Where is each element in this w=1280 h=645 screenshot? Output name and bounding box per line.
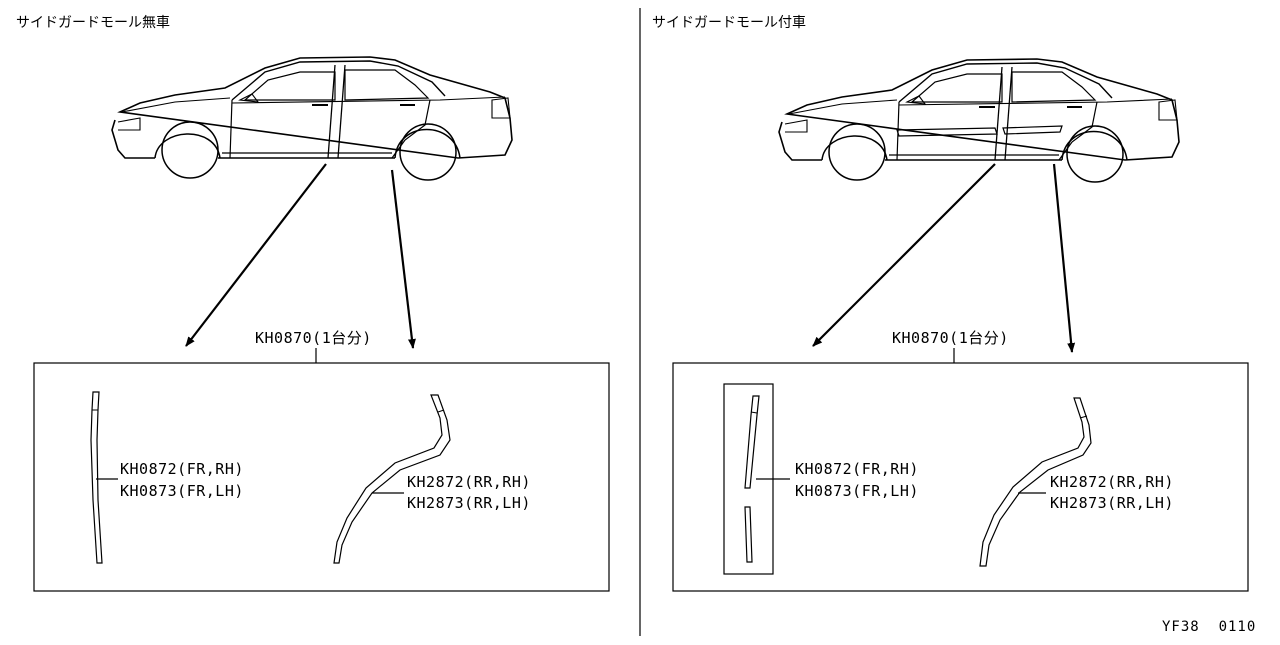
front-part-arrow [185,163,327,347]
rear-part-arrow [390,169,416,349]
rear-part-arrow [1052,163,1076,353]
sedan-illustration-without-molding [111,56,513,181]
sedan-illustration-with-molding [778,58,1180,183]
kit-label: KH0870(1台分) [892,329,1009,347]
left-panel-title: サイドガードモール無車 [16,14,170,31]
rear-part-number-rh: KH2872(RR,RH) [1050,473,1174,491]
front-molding-part [744,395,760,563]
front-part-number-lh: KH0873(FR,LH) [795,482,919,500]
rear-part-number-rh: KH2872(RR,RH) [407,473,531,491]
rear-part-number-lh: KH2873(RR,LH) [407,494,531,512]
rear-molding-part [333,394,451,564]
front-part-arrow [812,163,996,347]
right-panel: サイドガードモール付車 KH0870(1台分) KH0872(FR,RH) KH… [652,14,1249,592]
front-part-number-lh: KH0873(FR,LH) [120,482,244,500]
figure-code: YF38 0110 [1162,619,1256,635]
rear-molding-part [979,397,1092,567]
front-part-number-rh: KH0872(FR,RH) [795,460,919,478]
kit-label: KH0870(1台分) [255,329,372,347]
parts-box [672,362,1249,592]
right-panel-title: サイドガードモール付車 [652,14,806,31]
parts-box [33,362,610,592]
left-panel: サイドガードモール無車 KH0870(1台分) KH0872(FR,RH) KH… [16,14,610,592]
front-molding-part [90,391,103,564]
rear-part-number-lh: KH2873(RR,LH) [1050,494,1174,512]
front-part-number-rh: KH0872(FR,RH) [120,460,244,478]
